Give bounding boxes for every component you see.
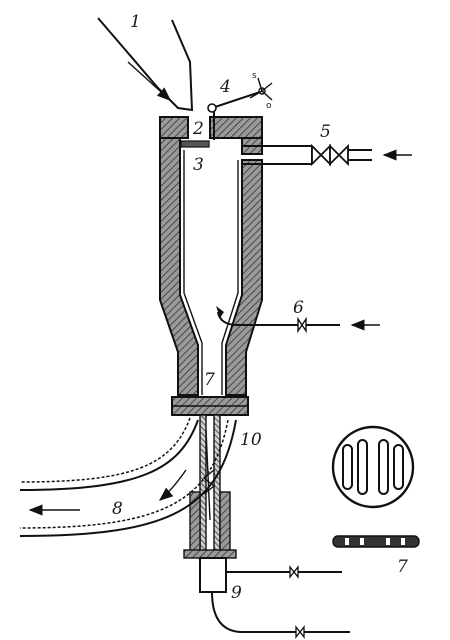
lower-fitting <box>199 557 350 639</box>
label-lever-o: o <box>266 101 272 111</box>
outlet-pipe <box>19 417 237 537</box>
grate-section-view <box>332 535 420 548</box>
label-9: 9 <box>231 583 242 603</box>
label-5: 5 <box>320 122 331 142</box>
label-7-grate: 7 <box>397 557 408 577</box>
label-6: 6 <box>293 298 304 318</box>
vessel-interior <box>183 150 239 395</box>
bottom-flange <box>171 396 249 416</box>
gas-inlet-pipe <box>242 143 412 167</box>
label-1: 1 <box>130 12 141 32</box>
label-3: 3 <box>193 155 204 175</box>
label-8: 8 <box>112 499 123 519</box>
label-lever-s: s <box>252 71 257 81</box>
top-flange <box>159 116 263 139</box>
vessel-wall-left <box>159 137 199 396</box>
label-2: 2 <box>192 119 204 139</box>
label-4: 4 <box>219 77 231 97</box>
lever-mechanism <box>207 77 273 113</box>
discharge-pipe <box>183 414 237 559</box>
grate-plan-view <box>331 425 415 509</box>
secondary-inlet <box>216 306 380 334</box>
vessel-wall-right <box>225 137 263 396</box>
label-10: 10 <box>240 430 262 450</box>
feed-chute <box>97 17 194 112</box>
label-7: 7 <box>204 370 215 390</box>
